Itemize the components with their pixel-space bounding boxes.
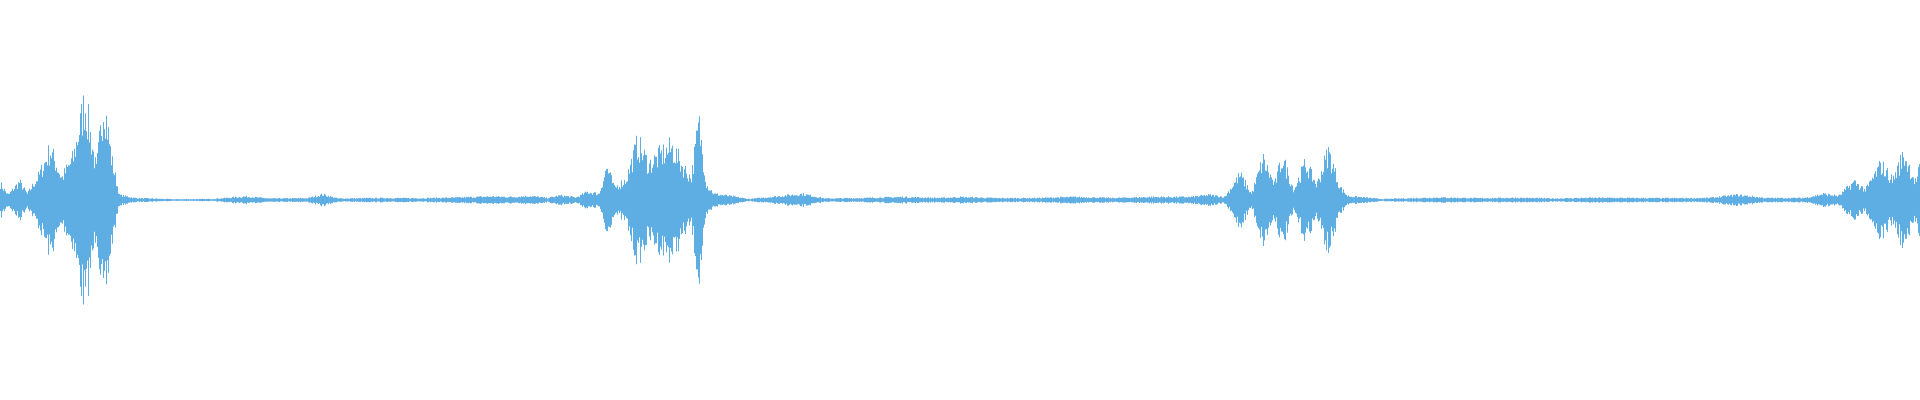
waveform-samples [0, 95, 1920, 305]
waveform-bars [0, 95, 1920, 305]
